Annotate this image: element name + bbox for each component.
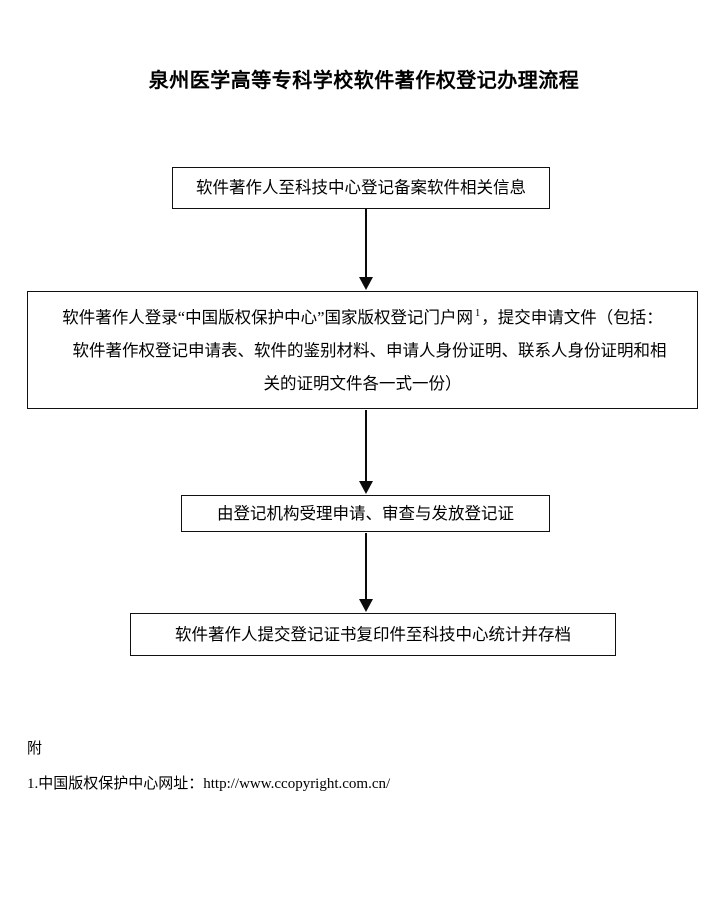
arrow-shaft xyxy=(365,410,368,481)
appendix-note-text: 中国版权保护中心网址： xyxy=(38,776,204,792)
flow-step-register: 软件著作人至科技中心登记备案软件相关信息 xyxy=(172,167,550,209)
flow-step-review: 由登记机构受理申请、审查与发放登记证 xyxy=(181,495,550,532)
page-title: 泉州医学高等专科学校软件著作权登记办理流程 xyxy=(148,70,580,92)
flow-step-submit-line-2: 软件著作权登记申请表、软件的鉴别材料、申请人身份证明、联系人身份证明和相 xyxy=(72,340,667,360)
footnote-marker: 1 xyxy=(474,308,481,319)
appendix-label: 附 xyxy=(27,741,43,757)
flow-step-submit-line-1-text: 软件著作人登录“中国版权保护中心”国家版权登记门户网 xyxy=(62,307,473,327)
flow-step-submit-line-3: 关的证明文件各一式一份） xyxy=(263,373,462,393)
connector-arrow-down xyxy=(358,533,374,612)
appendix-note-url: http://www.ccopyright.com.cn/ xyxy=(203,776,391,792)
arrow-head-icon xyxy=(359,481,373,494)
arrow-head-icon xyxy=(359,599,373,612)
arrow-shaft xyxy=(365,533,368,599)
flow-step-submit-line-1-tail: ，提交申请文件（包括： xyxy=(481,307,663,327)
appendix-note: 1.中国版权保护中心网址：http://www.ccopyright.com.c… xyxy=(27,773,390,795)
flow-step-archive: 软件著作人提交登记证书复印件至科技中心统计并存档 xyxy=(130,613,616,656)
connector-arrow-down xyxy=(358,209,374,290)
flow-step-review-label: 由登记机构受理申请、审查与发放登记证 xyxy=(217,503,514,523)
arrow-shaft xyxy=(365,209,368,277)
flow-step-register-label: 软件著作人至科技中心登记备案软件相关信息 xyxy=(196,178,526,197)
arrow-head-icon xyxy=(359,277,373,290)
appendix-note-number: 1. xyxy=(27,776,39,792)
flow-step-archive-label: 软件著作人提交登记证书复印件至科技中心统计并存档 xyxy=(175,624,571,644)
connector-arrow-down xyxy=(358,410,374,494)
